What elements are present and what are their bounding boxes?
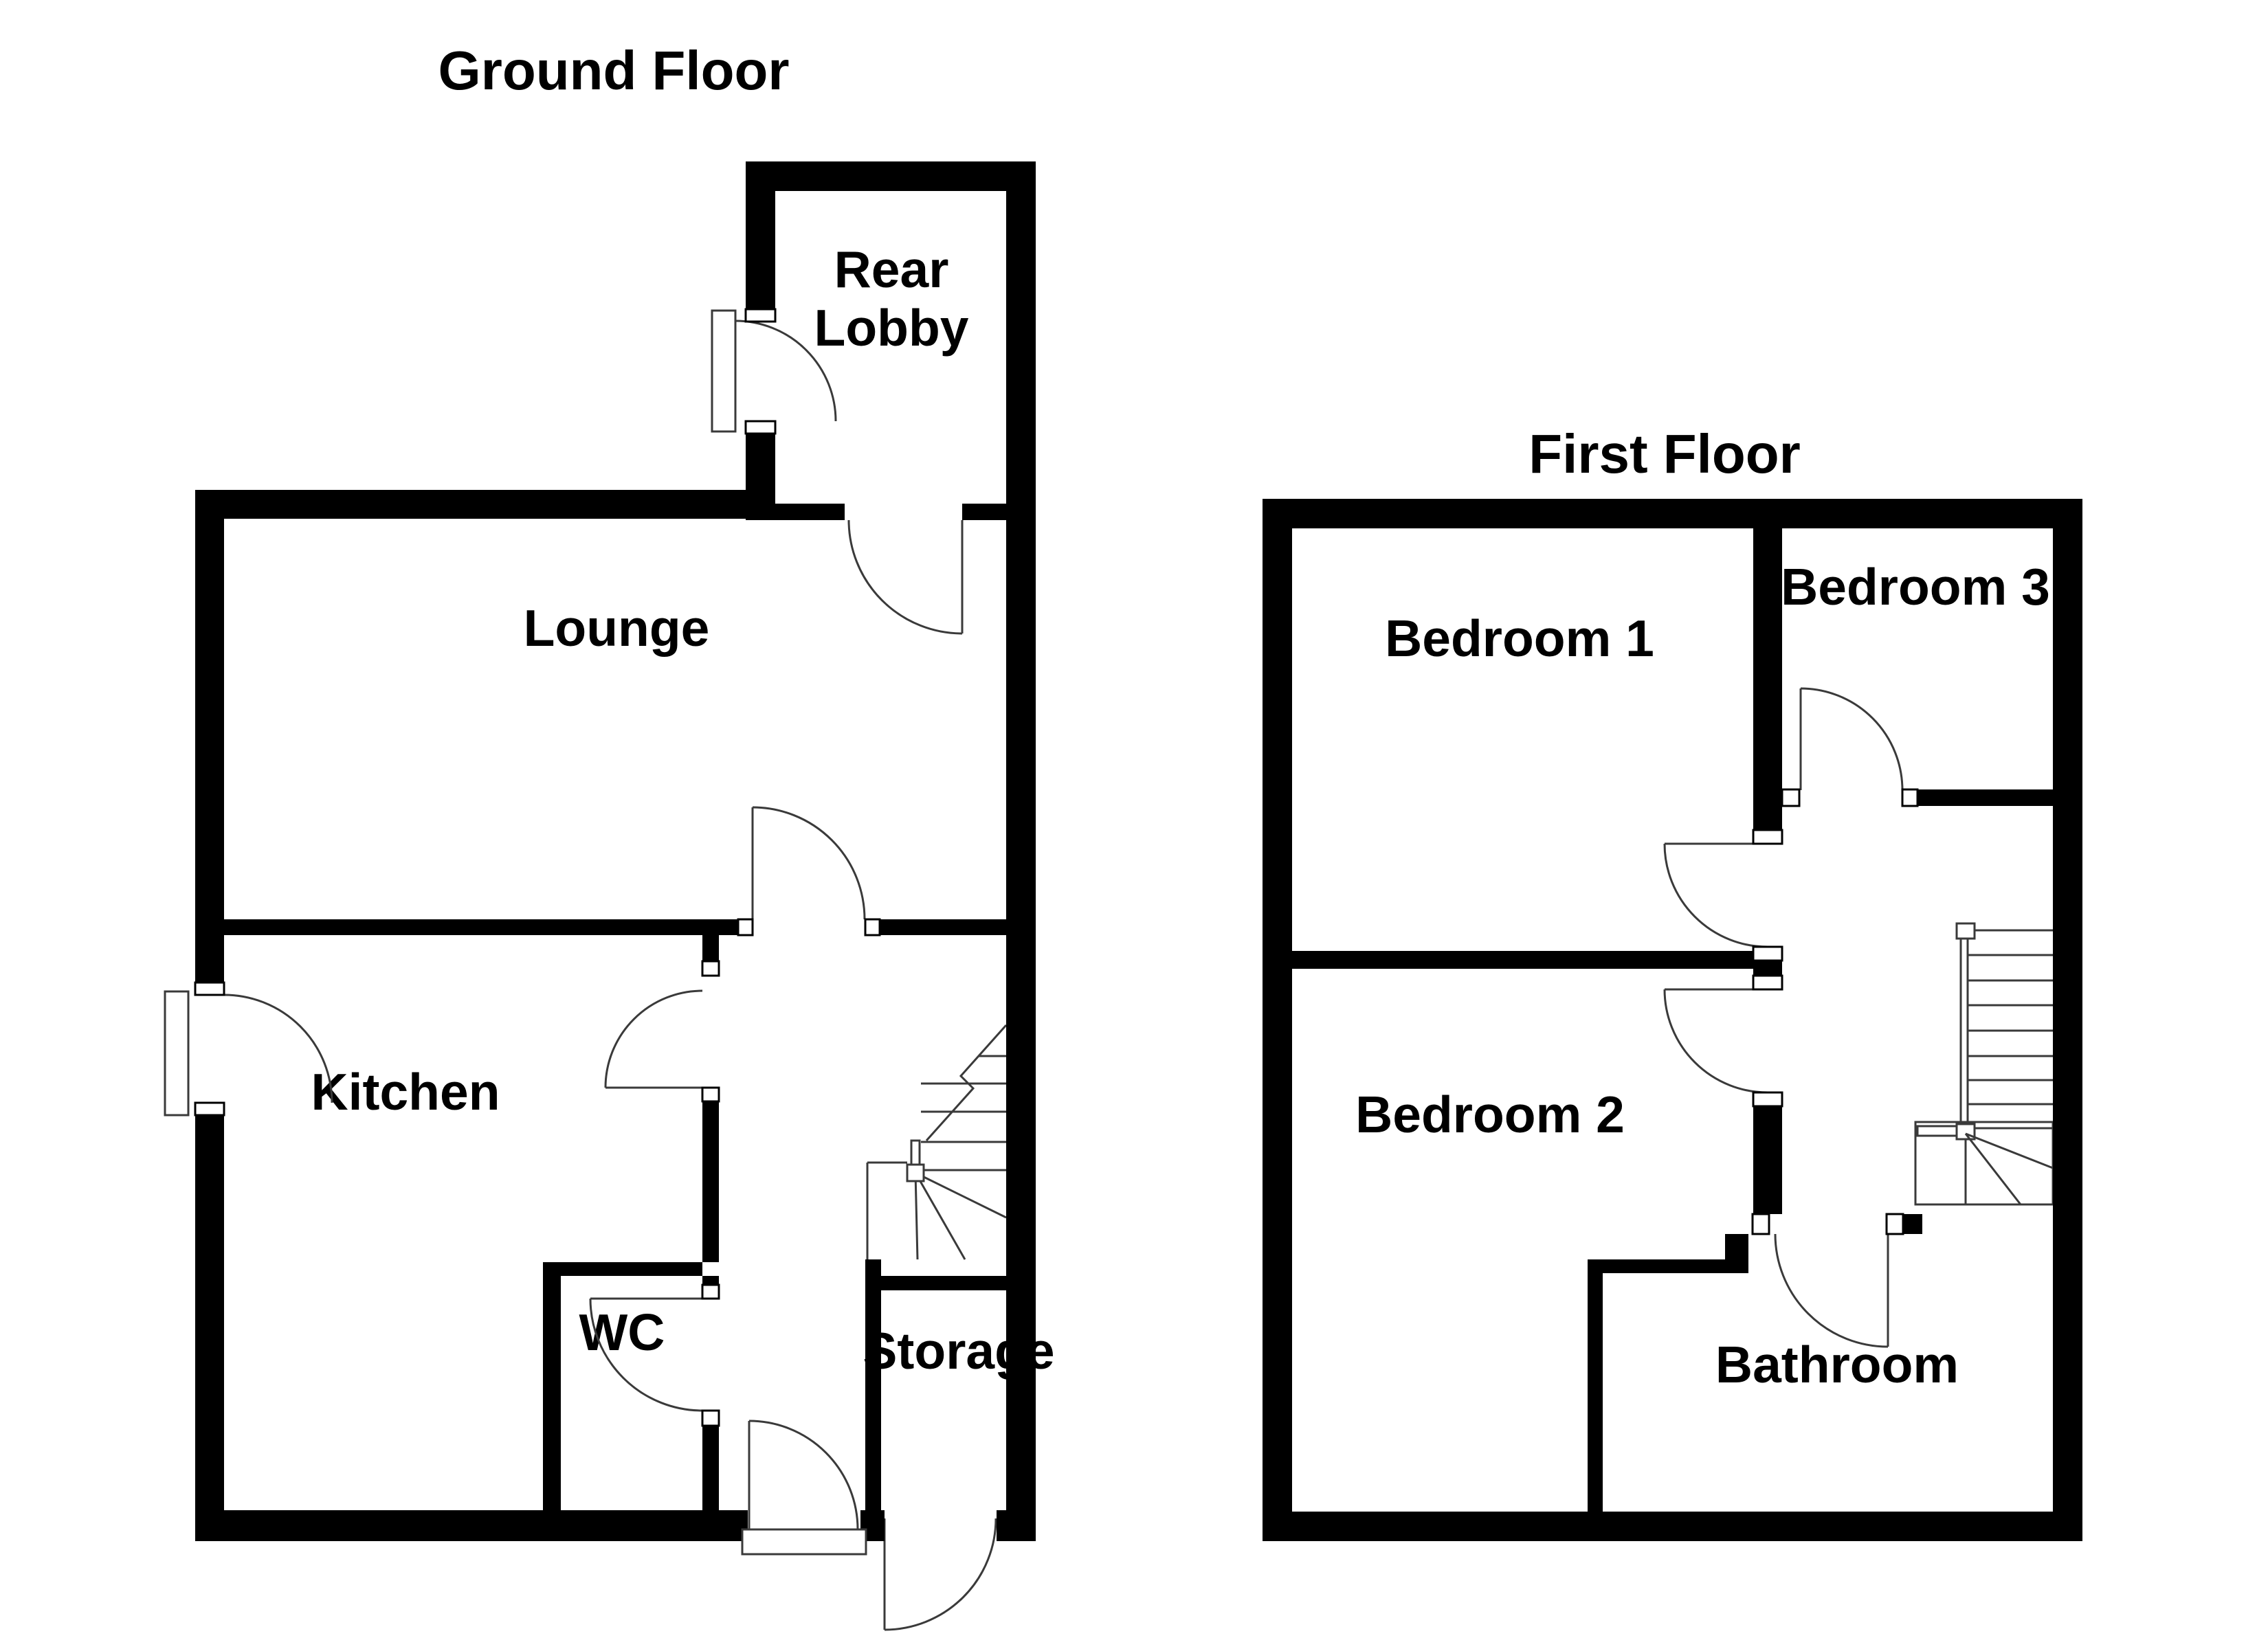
lobby-lounge-door-swing <box>847 519 963 635</box>
bedroom2-door-swing <box>1663 989 1768 1094</box>
front-door-swing <box>748 1420 859 1530</box>
bathroom-door-swing <box>1774 1233 1889 1348</box>
lounge-hall-door-swing <box>752 806 866 920</box>
stair-newel-post-top <box>1955 922 1976 940</box>
first-floor-doors <box>1663 687 1904 1348</box>
first-floor-door-frames <box>1751 788 1919 1235</box>
room-label-bathroom: Bathroom <box>1715 1336 1959 1393</box>
stair-handrail <box>910 1139 921 1168</box>
room-label-lounge: Lounge <box>524 599 710 657</box>
stair-break-line <box>925 1024 1008 1142</box>
room-label-bedroom1: Bedroom 1 <box>1385 609 1654 667</box>
rear-lobby-door-leaf <box>711 309 737 433</box>
ground-floor-plan: Ground Floor Rear Lobby Lounge Kitchen W… <box>164 40 1055 1631</box>
first-floor-walls <box>1263 499 2082 1541</box>
ground-floor-walls <box>195 161 1036 1541</box>
ground-floor-labels: Ground Floor Rear Lobby Lounge Kitchen W… <box>311 40 1054 1380</box>
room-label-rear-lobby-line1: Rear <box>834 240 949 298</box>
room-label-bedroom2: Bedroom 2 <box>1355 1086 1625 1143</box>
front-door-threshold <box>741 1528 867 1556</box>
stair-newel-post <box>906 1163 925 1182</box>
rear-lobby-door-swing <box>735 319 837 422</box>
first-floor-labels: First Floor Bedroom 1 Bedroom 3 Bedroom … <box>1355 423 2050 1393</box>
bedroom1-door-swing <box>1663 843 1768 948</box>
first-floor-title: First Floor <box>1528 423 1801 484</box>
first-floor-plan: First Floor Bedroom 1 Bedroom 3 Bedroom … <box>1263 423 2082 1541</box>
kitchen-external-door-swing <box>223 994 333 1103</box>
room-label-rear-lobby-line2: Lobby <box>814 299 969 357</box>
ground-floor-doors <box>164 309 997 1631</box>
kitchen-external-door-leaf <box>164 990 190 1117</box>
room-label-bedroom3: Bedroom 3 <box>1781 558 2050 616</box>
first-floor-stairs <box>1914 922 2054 1206</box>
room-label-wc: WC <box>579 1303 665 1361</box>
stair-handrail <box>1959 929 1969 1132</box>
storage-door-swing <box>884 1518 997 1631</box>
ground-floor-door-frames <box>194 308 881 1556</box>
room-label-kitchen: Kitchen <box>311 1063 500 1121</box>
wc-door-swing <box>589 1298 703 1412</box>
ground-floor-title: Ground Floor <box>438 40 789 101</box>
ground-floor-stairs <box>866 1024 1008 1260</box>
kitchen-hall-door-swing <box>604 989 703 1088</box>
bedroom3-door-swing <box>1800 687 1904 791</box>
